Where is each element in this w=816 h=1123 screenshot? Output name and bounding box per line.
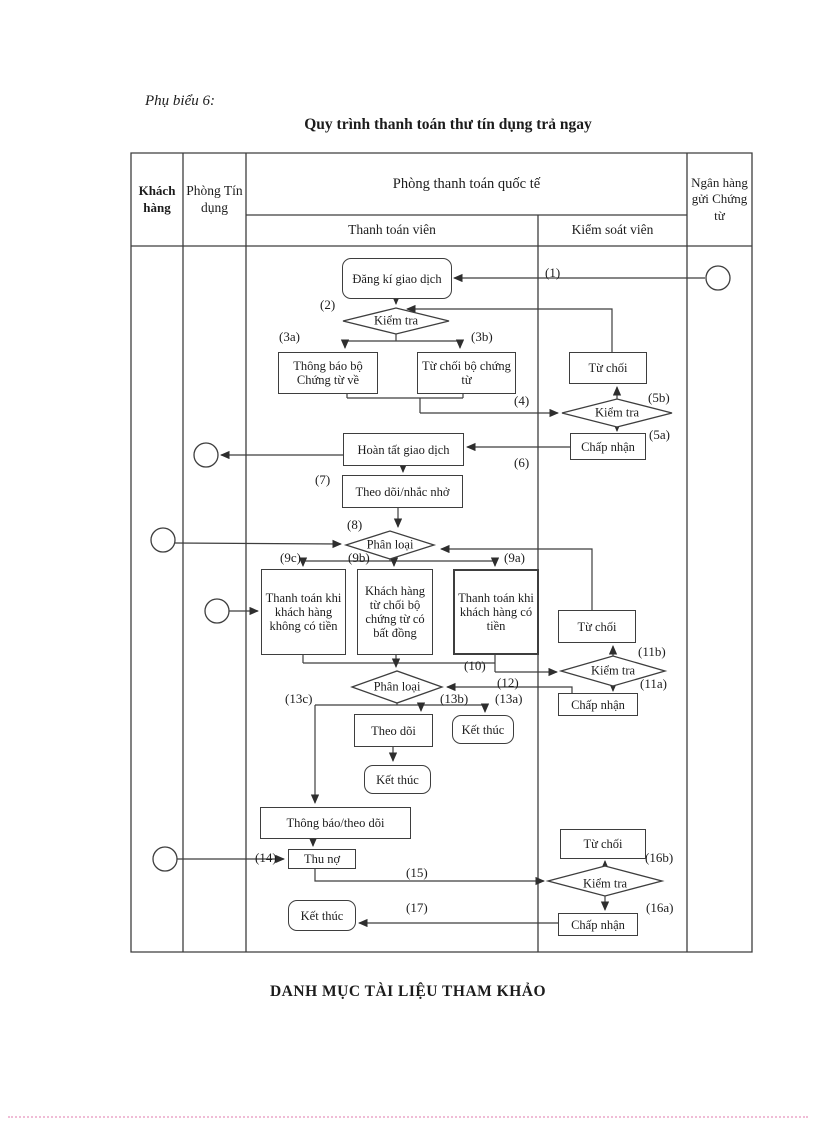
credit-dept-connector-circle-1: [194, 443, 218, 467]
node-accept-3: Chấp nhận: [558, 913, 638, 936]
label-check-4: Kiểm tra: [582, 876, 628, 891]
step-label-12: (12): [497, 675, 519, 690]
lane-header-controller: Kiểm soát viên: [571, 222, 654, 238]
node-notify-document-return: Thông báo bộ Chứng từ về: [278, 352, 378, 394]
step-label-16a: (16a): [646, 900, 674, 915]
step-label-4: (4): [514, 393, 530, 408]
label-check-3: Kiểm tra: [590, 663, 636, 678]
node-notify-monitor: Thông báo/theo dõi: [260, 807, 411, 839]
node-refuse-1: Từ chối: [569, 352, 647, 384]
customer-connector-circle-2: [153, 847, 177, 871]
label-check-1: Kiểm tra: [373, 313, 419, 328]
node-end-1: Kết thúc: [452, 715, 514, 744]
step-label-10: (10): [464, 658, 486, 673]
check-3-diamond-shape: [561, 656, 665, 686]
node-customer-refuses-discrepant-docs: Khách hàng từ chối bộ chứng từ có bất đồ…: [357, 569, 433, 655]
check-1-diamond-shape: [343, 308, 449, 334]
node-pay-customer-no-money: Thanh toán khi khách hàng không có tiền: [261, 569, 346, 655]
step-label-5b: (5b): [648, 390, 670, 405]
node-monitor: Theo dõi: [354, 714, 433, 747]
step-label-13a: (13a): [495, 691, 523, 706]
step-label-8: (8): [347, 517, 363, 532]
classify-1-diamond-shape: [346, 531, 434, 559]
node-accept-1: Chấp nhận: [570, 433, 646, 460]
label-classify-2: Phân loại: [373, 679, 421, 694]
customer-connector-circle-1: [151, 528, 175, 552]
appendix-label: Phụ biểu 6:: [145, 93, 215, 109]
connector-circles: [151, 266, 730, 871]
step-label-5a: (5a): [649, 427, 670, 442]
page-title: Quy trình thanh toán thư tín dụng trả ng…: [304, 116, 592, 133]
step-label-9a: (9a): [504, 550, 525, 565]
node-end-3: Kết thúc: [288, 900, 356, 931]
step-label-13b: (13b): [440, 691, 469, 706]
step-label-17: (17): [406, 900, 428, 915]
node-monitor-remind: Theo dõi/nhắc nhở: [342, 475, 463, 508]
step-label-14: (14): [255, 850, 277, 865]
node-refuse-3: Từ chối: [560, 829, 646, 859]
classify-2-diamond-shape: [352, 671, 442, 703]
node-pay-customer-has-money: Thanh toán khi khách hàng có tiền: [453, 569, 539, 655]
lane-header-credit-department: Phòng Tín dụng: [186, 182, 243, 215]
step-label-11b: (11b): [638, 644, 666, 659]
lane-header-customer: Khách hàng: [138, 183, 176, 215]
lane-header-payment-officer: Thanh toán viên: [348, 222, 436, 238]
step-label-16b: (16b): [645, 850, 674, 865]
step-label-11a: (11a): [640, 676, 667, 691]
step-label-1: (1): [545, 265, 561, 280]
check-4-diamond-shape: [548, 866, 662, 896]
lane-header-document-sending-bank: Ngân hàng gửi Chứng từ: [691, 175, 748, 223]
label-check-2: Kiểm tra: [594, 405, 640, 420]
swimlane-grid: [131, 153, 752, 952]
flow-connectors: [175, 273, 705, 928]
node-accept-2: Chấp nhận: [558, 693, 638, 716]
bank-connector-circle: [706, 266, 730, 290]
node-collect-debt: Thu nợ: [288, 849, 356, 869]
decision-diamonds: [343, 308, 672, 896]
step-label-3b: (3b): [471, 329, 493, 344]
lane-header-international-payment-department: Phòng thanh toán quốc tế: [392, 175, 541, 192]
label-classify-1: Phân loại: [366, 537, 414, 552]
references-heading: DANH MỤC TÀI LIỆU THAM KHẢO: [269, 983, 547, 1000]
node-register-transaction: Đăng kí giao dịch: [342, 258, 452, 299]
step-label-9c: (9c): [280, 550, 301, 565]
credit-dept-connector-circle-2: [205, 599, 229, 623]
step-label-13c: (13c): [285, 691, 313, 706]
node-refuse-2: Từ chối: [558, 610, 636, 643]
step-label-6: (6): [514, 455, 530, 470]
step-label-2: (2): [320, 297, 336, 312]
node-end-2: Kết thúc: [364, 765, 431, 794]
node-refuse-document-set: Từ chối bộ chứng từ: [417, 352, 516, 394]
step-label-9b: (9b): [348, 550, 370, 565]
step-label-7: (7): [315, 472, 331, 487]
step-label-3a: (3a): [279, 329, 300, 344]
check-2-diamond-shape: [562, 399, 672, 427]
node-complete-transaction: Hoàn tất giao dịch: [343, 433, 464, 466]
page-bottom-dotted-line: [8, 1116, 808, 1118]
step-label-15: (15): [406, 865, 428, 880]
